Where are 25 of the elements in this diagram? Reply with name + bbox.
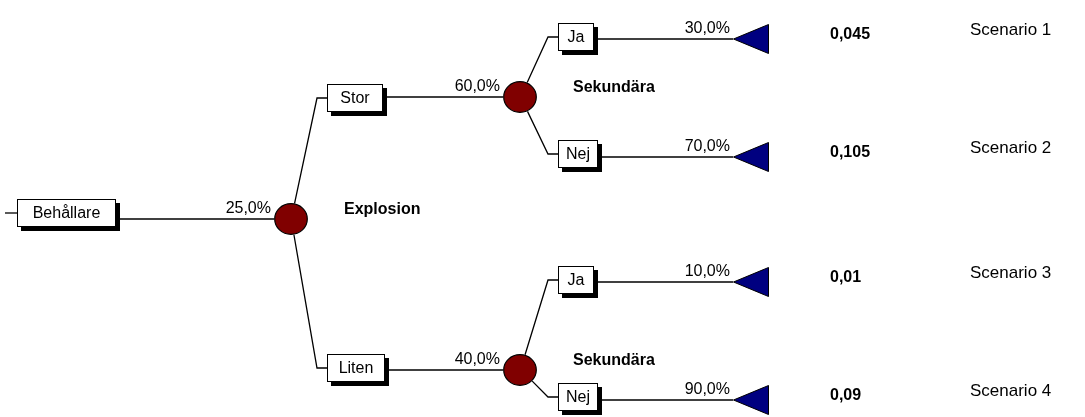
scenario-label: Scenario 4: [970, 382, 1052, 399]
probability-label: 30,0%: [683, 20, 731, 36]
probability-value: 0,045: [830, 26, 871, 42]
probability-value: 0,09: [830, 387, 862, 403]
branch-line: [524, 279, 559, 356]
probability-label: 60,0%: [453, 78, 501, 94]
probability-label: 25,0%: [224, 200, 272, 216]
probability-label: 10,0%: [683, 263, 731, 279]
probability-label: 70,0%: [683, 138, 731, 154]
probability-label: 40,0%: [453, 351, 501, 367]
event-name: Sekundära: [573, 79, 655, 95]
probability-value: 0,01: [830, 269, 862, 285]
branch-line: [526, 36, 559, 84]
probability-value: 0,105: [830, 144, 871, 160]
branch-line: [293, 234, 328, 369]
branch-line: [293, 97, 328, 204]
scenario-label: Scenario 2: [970, 139, 1052, 156]
branch-line: [526, 110, 559, 155]
event-name: Sekundära: [573, 352, 655, 368]
probability-label: 90,0%: [683, 381, 731, 397]
branch-line: [4, 212, 18, 214]
scenario-label: Scenario 3: [970, 264, 1052, 281]
scenario-label: Scenario 1: [970, 21, 1052, 38]
event-name: Explosion: [344, 201, 421, 217]
branch-line: [531, 380, 559, 398]
